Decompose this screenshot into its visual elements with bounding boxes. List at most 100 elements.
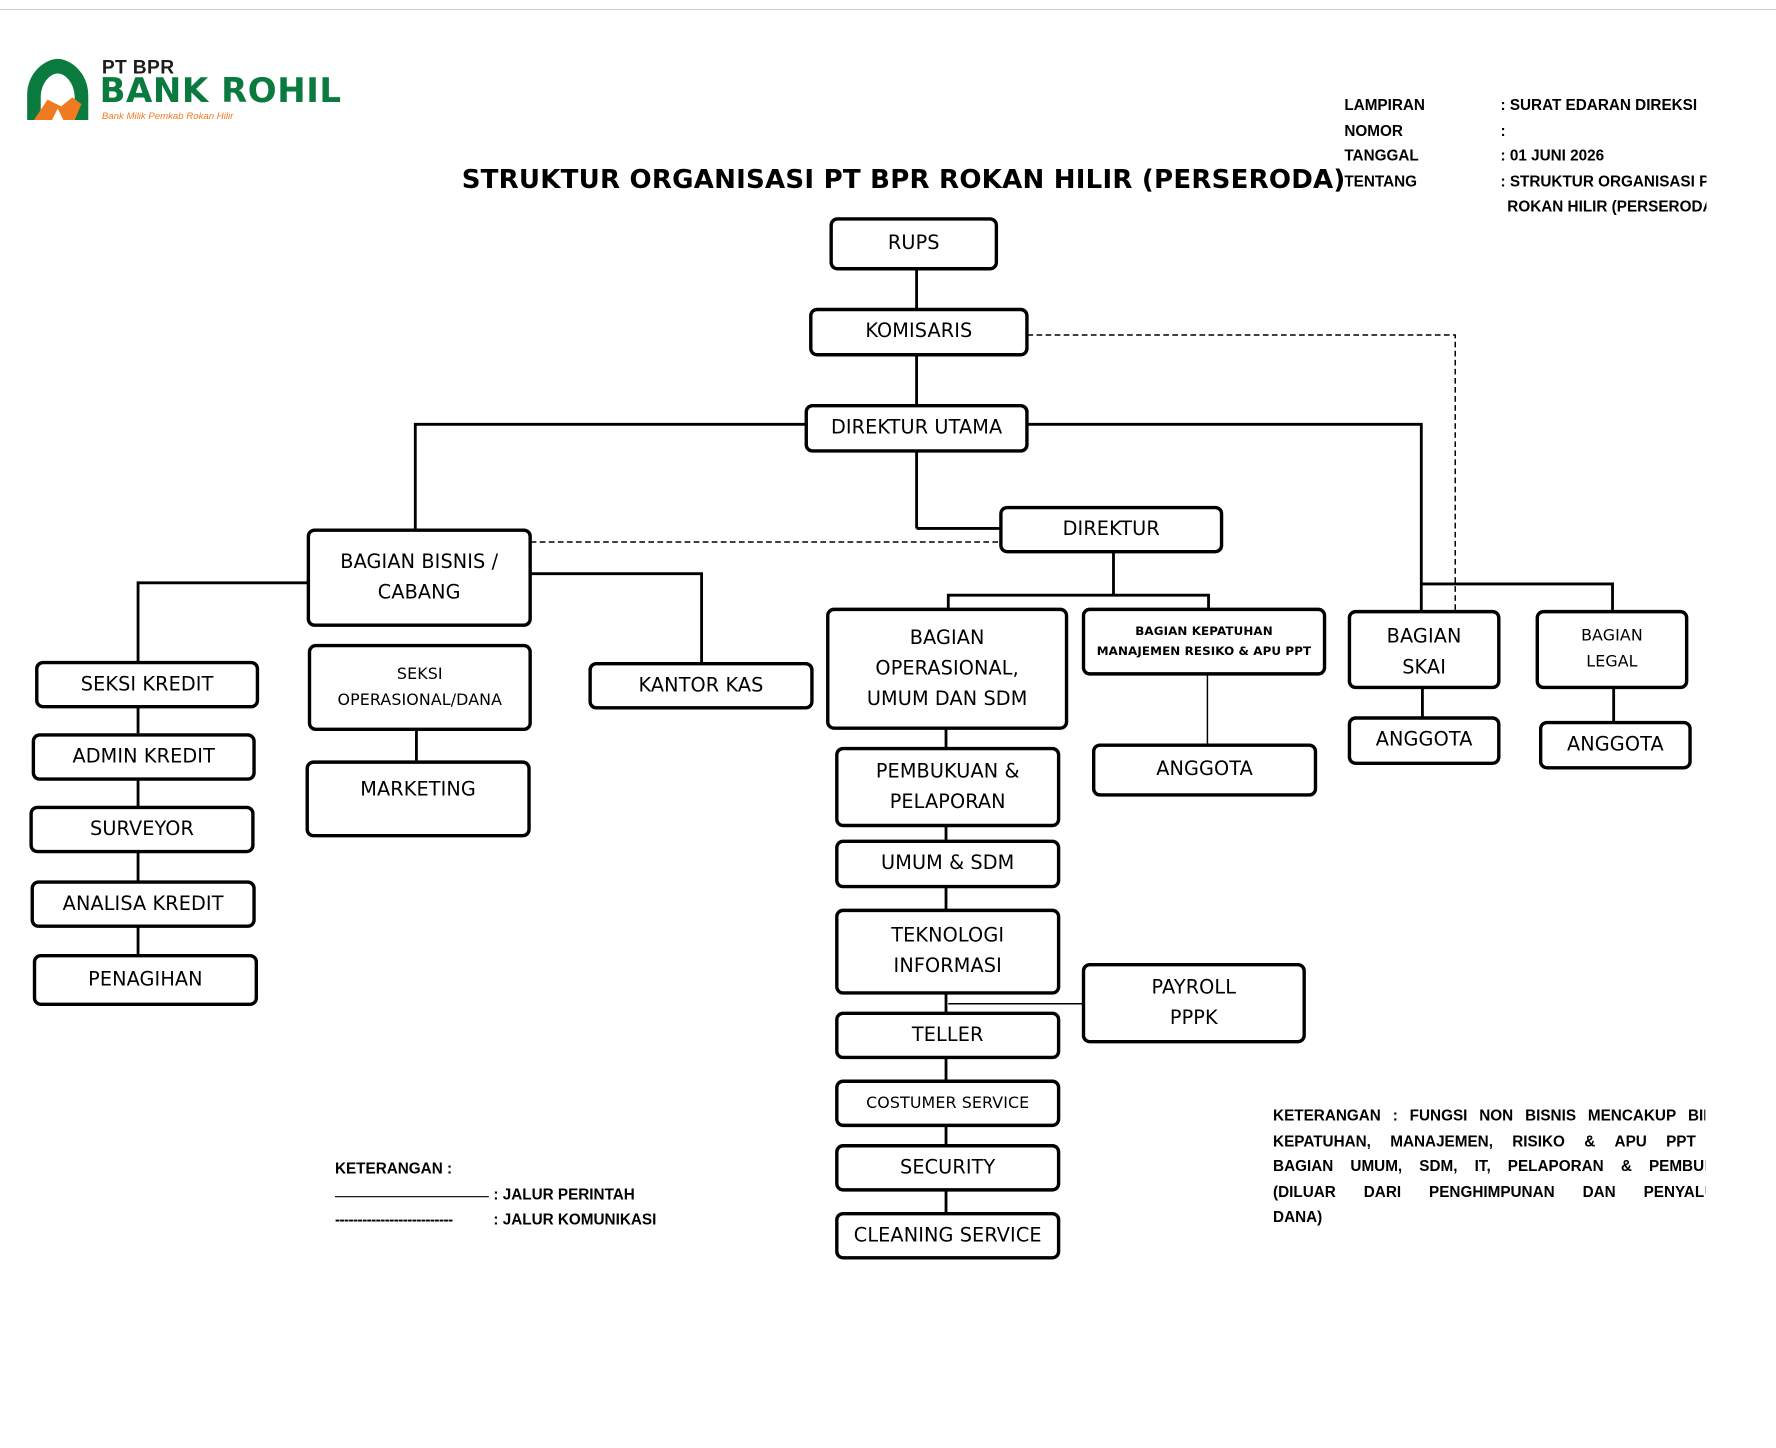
node-seksi-kredit: SEKSI KREDIT: [35, 660, 260, 709]
note-line: KETERANGAN:FUNGSINONBISNISMENCAKUPBIDANG: [1273, 1103, 1705, 1128]
note-word: &: [1620, 1157, 1632, 1175]
meta-row-tanggal: TANGGAL : 01 JUNI 2026: [1344, 144, 1706, 169]
node-label: BAGIAN SKAI: [1386, 625, 1462, 679]
node-label: SURVEYOR: [89, 817, 195, 841]
node-label: SEKSI OPERASIONAL/DANA: [337, 664, 503, 709]
node-label: BAGIAN KEPATUHAN MANAJEMEN RESIKO & APU …: [1096, 624, 1312, 659]
legend-title: KETERANGAN :: [334, 1159, 453, 1177]
node-label: CLEANING SERVICE: [853, 1223, 1042, 1247]
note-word: PELAPORAN: [1507, 1157, 1604, 1175]
meta-value: : 01 JUNI 2026: [1500, 147, 1605, 165]
note-word: DARI: [1363, 1183, 1402, 1201]
note-word: (DILUAR: [1273, 1183, 1336, 1201]
node-pembukuan-pelaporan: PEMBUKUAN & PELAPORAN: [835, 746, 1061, 828]
note-word: &: [1584, 1132, 1596, 1150]
meta-row-nomor: NOMOR:: [1344, 118, 1706, 143]
communication-lines: [530, 334, 1456, 612]
node-customer-service: COSTUMER SERVICE: [835, 1079, 1061, 1128]
node-label: PEMBUKUAN & PELAPORAN: [875, 759, 1020, 814]
legend-communication-label: : JALUR KOMUNIKASI: [493, 1210, 657, 1228]
node-komisaris: KOMISARIS: [809, 307, 1029, 357]
node-label: PAYROLL PPPK: [1151, 976, 1237, 1030]
node-label: PENAGIHAN: [88, 968, 203, 991]
note-word: BISNIS: [1525, 1106, 1577, 1124]
node-anggota-kepatuhan: ANGGOTA: [1091, 743, 1318, 797]
connector-lines: [136, 269, 1616, 1214]
legend: KETERANGAN : : JALUR PERINTAH ----------…: [334, 1156, 657, 1232]
node-bagian-legal: BAGIAN LEGAL: [1535, 609, 1689, 690]
node-label: ANGGOTA: [1375, 728, 1473, 752]
note-word: SDM,: [1419, 1157, 1458, 1175]
node-label: DIREKTUR UTAMA: [830, 416, 1003, 440]
node-penagihan: PENAGIHAN: [32, 953, 259, 1006]
legend-solid-line-sample: [334, 1182, 489, 1197]
meta-key: LAMPIRAN: [1344, 96, 1425, 114]
note-word: NON: [1479, 1106, 1514, 1124]
note-word: RISIKO: [1512, 1132, 1565, 1150]
note-word: MANAJEMEN,: [1390, 1132, 1493, 1150]
bank-logo: PT BPR BANK ROHIL Bank Milik Pemkab Roka…: [23, 54, 351, 129]
node-rups: RUPS: [829, 217, 999, 271]
note-word: KEPATUHAN,: [1273, 1132, 1371, 1150]
bank-logo-mark-icon: [27, 58, 89, 120]
note-word: FUNGSI: [1409, 1106, 1468, 1124]
note-word: APU: [1614, 1132, 1647, 1150]
logo-tagline: Bank Milik Pemkab Rokan Hilir: [101, 109, 234, 122]
node-kantor-kas: KANTOR KAS: [588, 661, 814, 710]
node-seksi-operasional-dana: SEKSI OPERASIONAL/DANA: [307, 643, 532, 732]
meta-row-tentang: TENTANG: STRUKTUR ORGANISASI PT BPR: [1344, 169, 1706, 194]
node-label: BAGIAN LEGAL: [1581, 626, 1643, 672]
node-analisa-kredit: ANALISA KREDIT: [30, 880, 256, 928]
node-label: ANGGOTA: [1567, 733, 1664, 756]
note-word: UMUM,: [1350, 1157, 1403, 1175]
node-marketing: MARKETING: [305, 760, 531, 838]
note-word: BAGIAN: [1273, 1157, 1334, 1175]
node-admin-kredit: ADMIN KREDIT: [31, 733, 256, 781]
node-surveyor: SURVEYOR: [29, 805, 255, 854]
node-label: BAGIAN OPERASIONAL, UMUM DAN SDM: [866, 626, 1028, 711]
node-label: KANTOR KAS: [638, 673, 764, 697]
logo-brand-name: BANK ROHIL: [99, 71, 342, 111]
logo-line1: PT BPR: [101, 56, 175, 79]
node-label: MARKETING: [360, 778, 476, 802]
node-label: BAGIAN BISNIS / CABANG: [340, 550, 499, 604]
meta-tentang-continuation: ROKAN HILIR (PERSERODA): [1507, 198, 1707, 216]
note-line: KEPATUHAN,MANAJEMEN,RISIKO&APUPPTDAN: [1273, 1129, 1705, 1154]
note-word: PENGHIMPUNAN: [1429, 1183, 1555, 1201]
meta-value: :: [1500, 121, 1506, 139]
node-umum-sdm: UMUM & SDM: [835, 839, 1061, 889]
note-word: :: [1392, 1106, 1398, 1124]
command-lines: [136, 269, 1616, 1214]
node-label: ANALISA KREDIT: [62, 892, 224, 915]
node-label: SECURITY: [900, 1155, 996, 1179]
note-word: MENCAKUP: [1587, 1106, 1677, 1124]
node-label: TEKNOLOGI INFORMASI: [891, 924, 1005, 978]
node-label: TELLER: [911, 1023, 984, 1047]
node-security: SECURITY: [835, 1144, 1061, 1192]
node-direktur-utama: DIREKTUR UTAMA: [804, 403, 1029, 453]
node-label: ADMIN KREDIT: [72, 745, 215, 768]
note-word: DAN: [1582, 1183, 1616, 1201]
meta-value: : SURAT EDARAN DIREKSI: [1500, 96, 1698, 114]
legend-dashed-line-sample: --------------------------: [334, 1210, 453, 1228]
node-cleaning-service: CLEANING SERVICE: [835, 1211, 1061, 1260]
legend-command-label: : JALUR PERINTAH: [493, 1185, 635, 1203]
meta-key: NOMOR: [1344, 121, 1403, 139]
meta-key: TANGGAL: [1344, 147, 1419, 165]
thin-lines: [948, 674, 1209, 1005]
node-direktur: DIREKTUR: [999, 505, 1224, 554]
node-bagian-kepatuhan: BAGIAN KEPATUHAN MANAJEMEN RESIKO & APU …: [1081, 607, 1327, 676]
note-word: IT,: [1474, 1157, 1491, 1175]
node-teknologi-informasi: TEKNOLOGI INFORMASI: [835, 908, 1061, 995]
note-line: (DILUARDARIPENGHIMPUNANDANPENYALURAN: [1273, 1180, 1705, 1205]
node-teller: TELLER: [835, 1011, 1061, 1060]
meta-key: TENTANG: [1344, 172, 1418, 190]
node-label: UMUM & SDM: [881, 852, 1015, 875]
node-anggota-skai: ANGGOTA: [1347, 716, 1501, 765]
node-label: DIREKTUR: [1062, 517, 1160, 541]
top-divider-line: [0, 9, 1776, 10]
node-label: SEKSI KREDIT: [80, 672, 214, 696]
note-word: PPT: [1666, 1132, 1696, 1150]
